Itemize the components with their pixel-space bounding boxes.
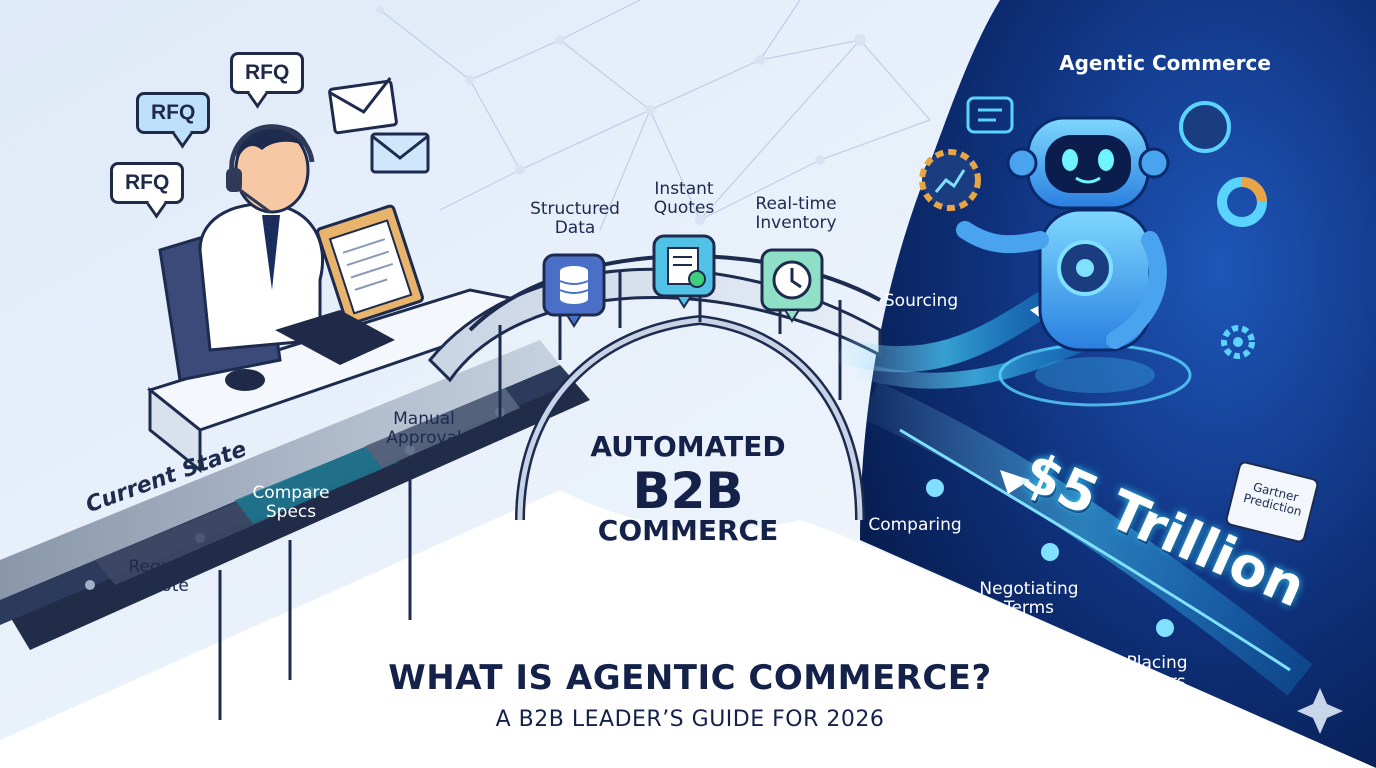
network-nodes xyxy=(376,6,866,225)
rfq-bubble: RFQ xyxy=(110,162,185,204)
headset-icon xyxy=(226,168,242,192)
mouse-icon xyxy=(225,369,265,391)
donut-chart-icon xyxy=(1217,177,1267,227)
clock-icon xyxy=(760,248,824,323)
keyboard-icon xyxy=(275,310,395,365)
office-worker xyxy=(158,124,424,391)
conveyor-belt xyxy=(0,340,590,720)
gear-chart-icon xyxy=(919,149,981,211)
footer-background xyxy=(0,490,1376,768)
document-check-icon xyxy=(652,234,716,309)
rfq-bubble: RFQ xyxy=(230,52,305,94)
database-icon xyxy=(542,253,606,328)
rfq-bubble: RFQ xyxy=(136,92,211,134)
ai-chip-icon xyxy=(1179,101,1231,153)
robot-icon xyxy=(956,116,1192,407)
email-icon xyxy=(328,77,430,174)
gear-icon xyxy=(1221,325,1255,359)
chat-icon xyxy=(966,96,1014,134)
sparkle-icon xyxy=(1297,688,1343,734)
right-background xyxy=(860,0,1376,768)
gartner-badge xyxy=(1225,461,1319,543)
